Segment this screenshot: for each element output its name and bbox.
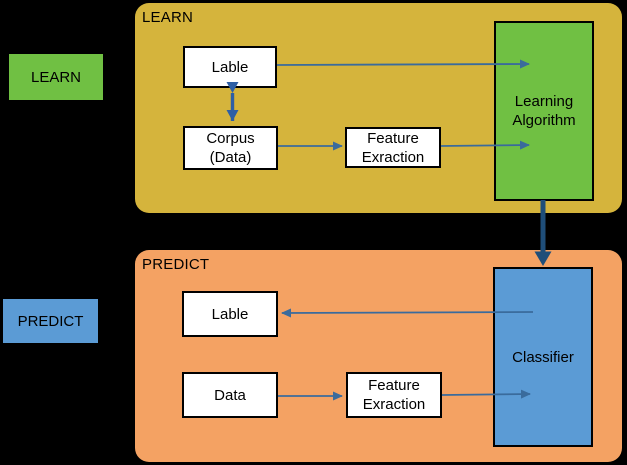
learn-label-node-text: Lable — [211, 58, 249, 76]
predict-label-node: Lable — [182, 291, 278, 337]
learn-label-node: Lable — [183, 46, 277, 88]
learning-algorithm-node-text: Learning Algorithm — [512, 93, 576, 129]
predict-legend-tag: PREDICT — [3, 299, 98, 343]
data-node: Data — [182, 372, 278, 418]
learn-feature-extraction-node: Feature Exraction — [345, 127, 441, 168]
corpus-data-node: Corpus (Data) — [183, 126, 278, 170]
learning-algorithm-node: Learning Algorithm — [494, 21, 594, 201]
learn-legend-tag: LEARN — [9, 54, 103, 100]
classifier-node: Classifier — [493, 267, 593, 447]
classifier-node-text: Classifier — [512, 348, 574, 366]
learn-feature-extraction-node-text: Feature Exraction — [361, 129, 425, 166]
learn-section-title: LEARN — [142, 9, 194, 26]
predict-feature-extraction-node-text: Feature Exraction — [362, 377, 426, 413]
predict-feature-extraction-node: Feature Exraction — [346, 372, 442, 418]
predict-legend-label: PREDICT — [17, 312, 84, 330]
corpus-data-node-text: Corpus (Data) — [206, 130, 255, 166]
predict-section-title: PREDICT — [142, 256, 210, 273]
data-node-text: Data — [214, 386, 246, 404]
predict-label-node-text: Lable — [211, 305, 249, 323]
learn-legend-label: LEARN — [30, 68, 82, 86]
